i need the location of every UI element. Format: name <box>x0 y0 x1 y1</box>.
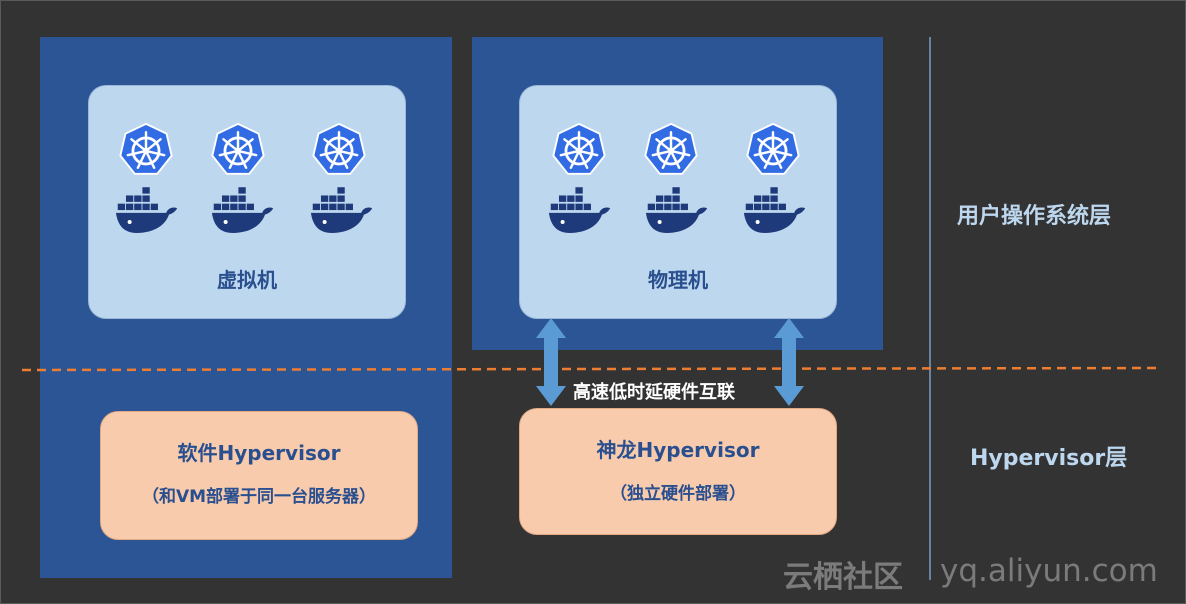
layer-divider <box>21 366 1163 372</box>
physical-machine-label: 物理机 <box>648 268 708 292</box>
shenlong-hypervisor-subtitle: （独立硬件部署） <box>610 484 746 504</box>
watermark-domain: yq.aliyun.com <box>940 553 1158 589</box>
hypervisor-layer-label: Hypervisor层 <box>970 446 1128 471</box>
shenlong-hypervisor-box: 神龙Hypervisor （独立硬件部署） <box>519 408 837 535</box>
software-hypervisor-title: 软件Hypervisor <box>177 441 341 465</box>
interconnect-label: 高速低时延硬件互联 <box>573 382 735 403</box>
physical-machine-card: 物理机 <box>519 85 837 319</box>
user-os-layer-label: 用户操作系统层 <box>957 204 1112 229</box>
watermark-brand: 云栖社区 <box>783 560 903 595</box>
interconnect-arrow-left <box>536 318 566 406</box>
shenlong-hypervisor-title: 神龙Hypervisor <box>596 438 760 462</box>
virtual-machine-card: 虚拟机 <box>88 85 406 319</box>
software-hypervisor-box: 软件Hypervisor （和VM部署于同一台服务器） <box>100 411 418 540</box>
virtual-machine-label: 虚拟机 <box>217 268 277 292</box>
interconnect-arrow-right <box>774 318 804 406</box>
software-hypervisor-subtitle: （和VM部署于同一台服务器） <box>141 487 377 507</box>
